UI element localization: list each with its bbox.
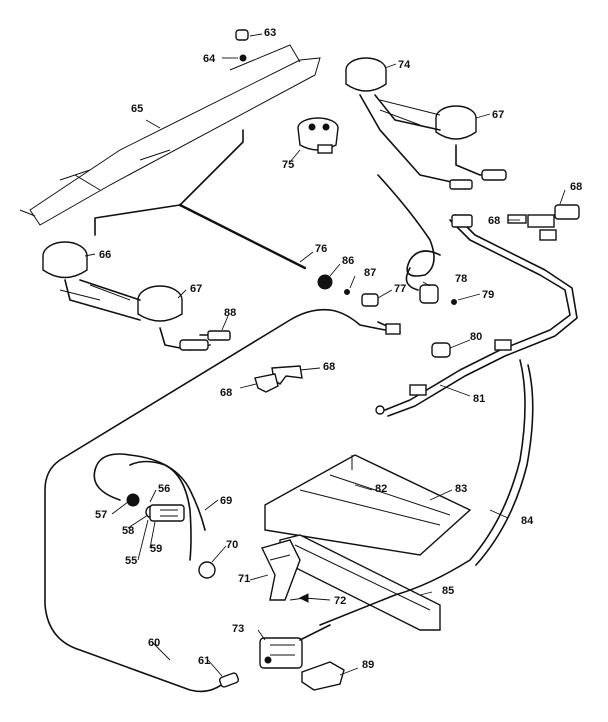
label-75: 75 bbox=[282, 159, 294, 171]
wire-84 bbox=[319, 359, 534, 626]
label-80: 80 bbox=[470, 331, 482, 343]
label-85: 85 bbox=[442, 585, 454, 597]
label-61: 61 bbox=[198, 655, 210, 667]
label-74: 74 bbox=[398, 59, 411, 71]
label-60: 60 bbox=[148, 637, 160, 649]
label-57: 57 bbox=[95, 509, 107, 521]
right-fittings-68 bbox=[507, 204, 580, 241]
label-63: 63 bbox=[264, 27, 276, 39]
label-81: 81 bbox=[473, 393, 485, 405]
label-59: 59 bbox=[150, 543, 162, 555]
bracket-89 bbox=[301, 661, 345, 691]
label-89: 89 bbox=[362, 659, 374, 671]
right-burner-valves bbox=[345, 57, 507, 190]
left-burner-valves bbox=[42, 241, 231, 351]
label-66: 66 bbox=[99, 249, 111, 261]
label-64: 64 bbox=[203, 53, 216, 65]
label-84: 84 bbox=[521, 515, 534, 527]
main-wiring-loop bbox=[44, 308, 386, 693]
label-68-right: 68 bbox=[488, 215, 500, 227]
label-55: 55 bbox=[125, 555, 137, 567]
label-76: 76 bbox=[315, 243, 327, 255]
arrow-72 bbox=[298, 593, 331, 603]
label-68-center-left: 68 bbox=[220, 387, 232, 399]
label-88: 88 bbox=[224, 307, 236, 319]
label-87: 87 bbox=[364, 267, 376, 279]
label-70: 70 bbox=[226, 539, 238, 551]
ignition-wires bbox=[317, 174, 457, 358]
part-labels: 63 64 65 74 67 75 68 68 66 76 86 78 87 6… bbox=[95, 27, 582, 671]
label-68-far-right: 68 bbox=[570, 181, 582, 193]
burner-plate-83 bbox=[264, 454, 472, 556]
leader-lines bbox=[84, 33, 566, 677]
bracket-71 bbox=[261, 539, 301, 601]
label-83: 83 bbox=[455, 483, 467, 495]
label-77: 77 bbox=[394, 283, 406, 295]
label-67-left: 67 bbox=[190, 283, 202, 295]
label-58: 58 bbox=[122, 525, 134, 537]
label-73: 73 bbox=[232, 623, 244, 635]
label-68-center-top: 68 bbox=[323, 361, 335, 373]
label-79: 79 bbox=[482, 289, 494, 301]
label-86: 86 bbox=[342, 255, 354, 267]
label-69: 69 bbox=[220, 495, 232, 507]
top-burner-cover bbox=[19, 29, 321, 226]
top-wire-76 bbox=[94, 129, 307, 270]
label-71: 71 bbox=[238, 573, 250, 585]
center-brackets-68 bbox=[254, 365, 303, 393]
label-72: 72 bbox=[334, 595, 346, 607]
label-65: 65 bbox=[131, 103, 143, 115]
thermostat-75 bbox=[297, 117, 339, 154]
label-56: 56 bbox=[158, 483, 170, 495]
manifold-pipe bbox=[375, 214, 578, 417]
label-82: 82 bbox=[375, 483, 387, 495]
valve-73 bbox=[259, 624, 331, 669]
label-78: 78 bbox=[455, 273, 467, 285]
label-67-right: 67 bbox=[492, 109, 504, 121]
safety-valve-assembly bbox=[93, 453, 216, 579]
